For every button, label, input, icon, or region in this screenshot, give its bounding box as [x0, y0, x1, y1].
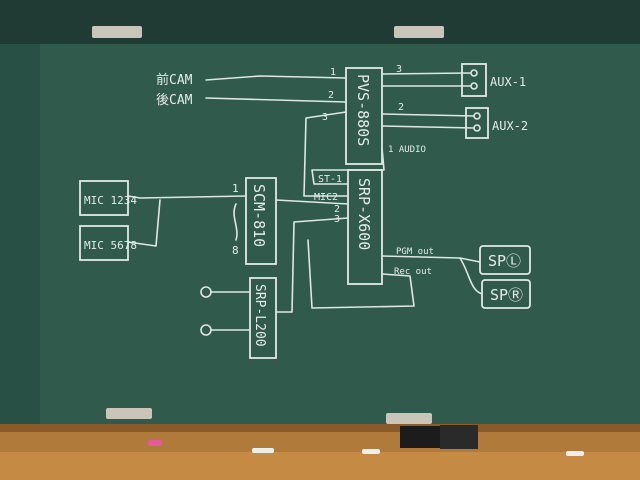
small-mixer-box: [249, 277, 277, 359]
front-cam-label: 前CAM: [156, 72, 193, 88]
switcher-label: PVS-880S: [354, 74, 372, 146]
rear-cam-label: 後CAM: [156, 93, 193, 108]
aux2-label: AUX-2: [492, 119, 528, 133]
scm-input-8: 8: [232, 244, 239, 257]
chalk-piece-white: [566, 451, 584, 456]
output-number-2: 2: [398, 102, 404, 113]
output-number-3: 3: [396, 64, 402, 75]
board-clip: [394, 26, 444, 38]
aux1-jack: [470, 69, 478, 77]
mic1-wire: [127, 195, 247, 199]
chalk-tray-lip: [0, 424, 640, 432]
mic-mixer-box: [245, 177, 277, 265]
mic2-wire: [127, 199, 161, 247]
mic1-box: [79, 180, 129, 216]
pgm-out-label: PGM out: [396, 247, 434, 257]
loop-wire: [303, 111, 349, 197]
chalk-piece-pink: [148, 440, 162, 446]
aux2-box: [465, 107, 489, 139]
rec-wire: [307, 239, 415, 309]
speaker-wire: [459, 257, 483, 295]
board-clip: [386, 413, 432, 424]
input-number-1: 1: [330, 67, 336, 78]
board-clip: [106, 408, 152, 419]
board-clip: [92, 26, 142, 38]
mic-bus-wire: [275, 199, 349, 205]
chalkboard: [0, 44, 640, 426]
switcher-box: [345, 67, 383, 165]
input-number-2: 2: [328, 90, 334, 101]
tray-front: [0, 452, 640, 480]
scm-dots: [233, 203, 238, 241]
aux1-label: AUX-1: [490, 75, 526, 89]
mic2-label: MIC 5678: [84, 239, 137, 252]
rec-out-label: Rec out: [394, 267, 432, 277]
small-mixer-input-wire: [210, 291, 251, 331]
mixer-label: SRP-X600: [355, 178, 373, 250]
spr-label: SPⓇ: [490, 286, 523, 304]
aux1-box: [461, 63, 487, 97]
rear-cam-wire: [205, 97, 347, 103]
small-mixer-wire: [275, 217, 349, 313]
mic2-input-label: MIC2: [314, 192, 338, 203]
spl-box: [479, 245, 531, 275]
mic-mixer-label: SCM-810: [250, 184, 268, 247]
front-cam-wire: [205, 75, 347, 81]
mic2-box: [79, 225, 129, 261]
scm-input-1: 1: [232, 182, 239, 195]
eraser: [440, 425, 478, 449]
mixer-input-2: 2: [334, 204, 340, 215]
mic1-label: MIC 1234: [84, 194, 137, 207]
st1-label: ST-1: [318, 174, 342, 185]
input-number-3: 3: [322, 112, 328, 123]
audio-label: 1 AUDIO: [388, 145, 426, 155]
aux2-wire: [381, 113, 475, 129]
chalk-piece-white: [252, 448, 274, 453]
aux1-wire: [381, 72, 471, 87]
board-shadow-left: [0, 44, 40, 426]
audio-wire: [311, 147, 385, 185]
chalk-piece-white: [362, 449, 380, 454]
aux1-jack: [470, 82, 478, 90]
small-mixer-label: SRP-L200: [252, 284, 267, 347]
spl-label: SPⓁ: [488, 252, 521, 270]
eraser: [400, 426, 440, 448]
